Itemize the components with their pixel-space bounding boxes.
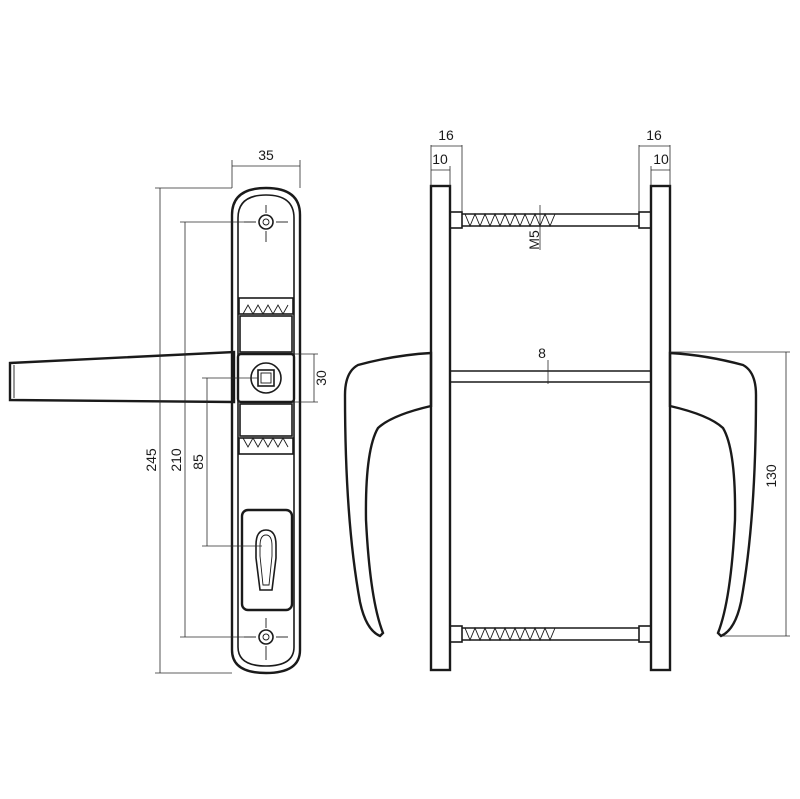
- dim-backset-distance: 85: [190, 454, 206, 470]
- dim-thread-size: M5: [526, 230, 542, 250]
- backplate-inner-outline: [237, 194, 295, 667]
- dim-right-inner-offset: 10: [653, 151, 669, 167]
- spindle-bar: [450, 370, 651, 383]
- upper-spring-cassette: [238, 297, 294, 353]
- bottom-bolt: [449, 625, 652, 643]
- right-plate-side: [649, 184, 672, 672]
- backplate-outline: [230, 186, 302, 675]
- dim-overall-length: 245: [143, 448, 159, 472]
- side-view: [343, 184, 758, 672]
- cylinder-cutout: [240, 508, 294, 612]
- right-lever-side: [668, 351, 758, 638]
- left-lever-side: [343, 351, 433, 638]
- lever-handle-front: [8, 350, 236, 404]
- left-plate-side: [429, 184, 452, 672]
- dim-right-outer-offset: 16: [646, 127, 662, 143]
- side-dimensions: 16 10 16 10 M5 8 130: [430, 127, 790, 637]
- dim-handle-bore: 30: [313, 370, 329, 386]
- top-bolt: [449, 211, 652, 229]
- dim-spindle-size: 8: [538, 345, 546, 361]
- dim-screw-spacing: 210: [168, 448, 184, 472]
- bottom-screw: [244, 618, 288, 660]
- front-view: [8, 186, 302, 675]
- dim-handle-length: 130: [763, 464, 779, 488]
- dim-plate-width: 35: [258, 147, 274, 163]
- front-dimensions: 35 30 245 210 85: [143, 147, 329, 674]
- lower-spring-cassette: [238, 403, 294, 455]
- dim-left-inner-offset: 10: [432, 151, 448, 167]
- top-screw: [244, 205, 288, 242]
- dim-left-outer-offset: 16: [438, 127, 454, 143]
